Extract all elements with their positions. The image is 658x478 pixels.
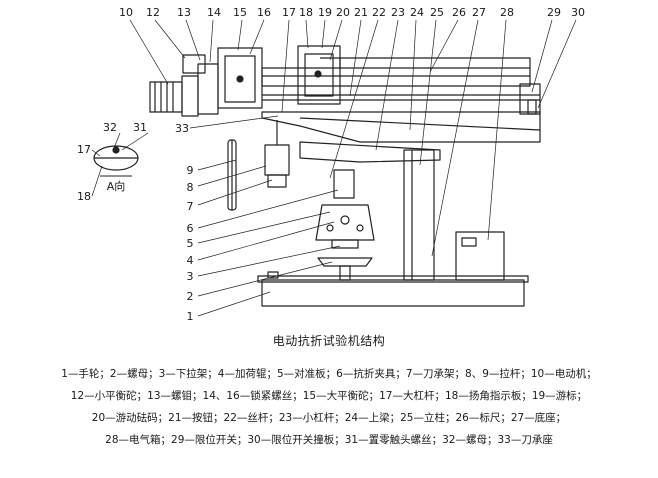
callout-28: 28 [500,6,514,19]
callout-20: 20 [336,6,350,19]
callout-23: 23 [391,6,405,19]
inset-callout-18: 18 [77,190,91,203]
legend-line-3: 20—游动砝码；21—按钮；22—丝杆；23—小杠杆；24—上梁；25—立柱；2… [91,412,567,424]
legend-line-4: 28—电气箱；29—限位开关；30—限位开关撞板；31—置零触头螺丝；32—螺母… [105,434,553,446]
callout-12: 12 [146,6,160,19]
legend-line-2: 12—小平衡砣；13—螺钼；14、16—锁紧螺丝；15—大平衡砣；17—大杠杆；… [70,390,588,402]
inset-label: A向 [107,179,126,193]
callout-4: 4 [187,254,194,267]
upper-clamp [333,169,355,199]
callout-17: 17 [282,6,296,19]
limit-switch [519,83,541,115]
callout-8: 8 [187,181,194,194]
movable-weight [297,45,341,105]
callout-24: 24 [410,6,424,19]
inset-callout-31: 31 [133,121,147,134]
figure-title: 电动抗折试验机结构 [272,334,386,348]
inset-callout-32: 32 [103,121,117,134]
callout-25: 25 [430,6,444,19]
column [403,149,435,281]
bending-fixture [315,204,375,241]
callout-13: 13 [177,6,191,19]
callout-18: 18 [299,6,313,19]
base [261,279,525,307]
small-balance-weight [182,54,206,74]
callout-19: 19 [318,6,332,19]
callout-33: 33 [175,122,189,135]
upper-beam [261,67,531,87]
inset-callout-17: 17 [77,143,91,156]
callout-5: 5 [187,237,194,250]
callout-9: 9 [187,164,194,177]
callout-27: 27 [472,6,486,19]
callout-22: 22 [372,6,386,19]
callout-7: 7 [187,200,194,213]
callout-21: 21 [354,6,368,19]
callout-29: 29 [547,6,561,19]
callout-3: 3 [187,270,194,283]
callout-10: 10 [119,6,133,19]
machine-diagram: 10 12 13 14 15 16 17 18 19 20 21 22 23 2… [77,6,585,323]
callout-15: 15 [233,6,247,19]
callout-6: 6 [187,222,194,235]
callout-2: 2 [187,290,194,303]
callout-1: 1 [187,310,194,323]
callout-16: 16 [257,6,271,19]
callout-30: 30 [571,6,585,19]
small-lever [299,141,441,163]
electrical-box [455,231,505,281]
legend-line-1: 1—手轮；2—螺母；3—下拉架；4—加荷辊；5—对准板；6—抗折夹具；7—刀承架… [61,368,597,380]
callout-26: 26 [452,6,466,19]
callout-14: 14 [207,6,221,19]
